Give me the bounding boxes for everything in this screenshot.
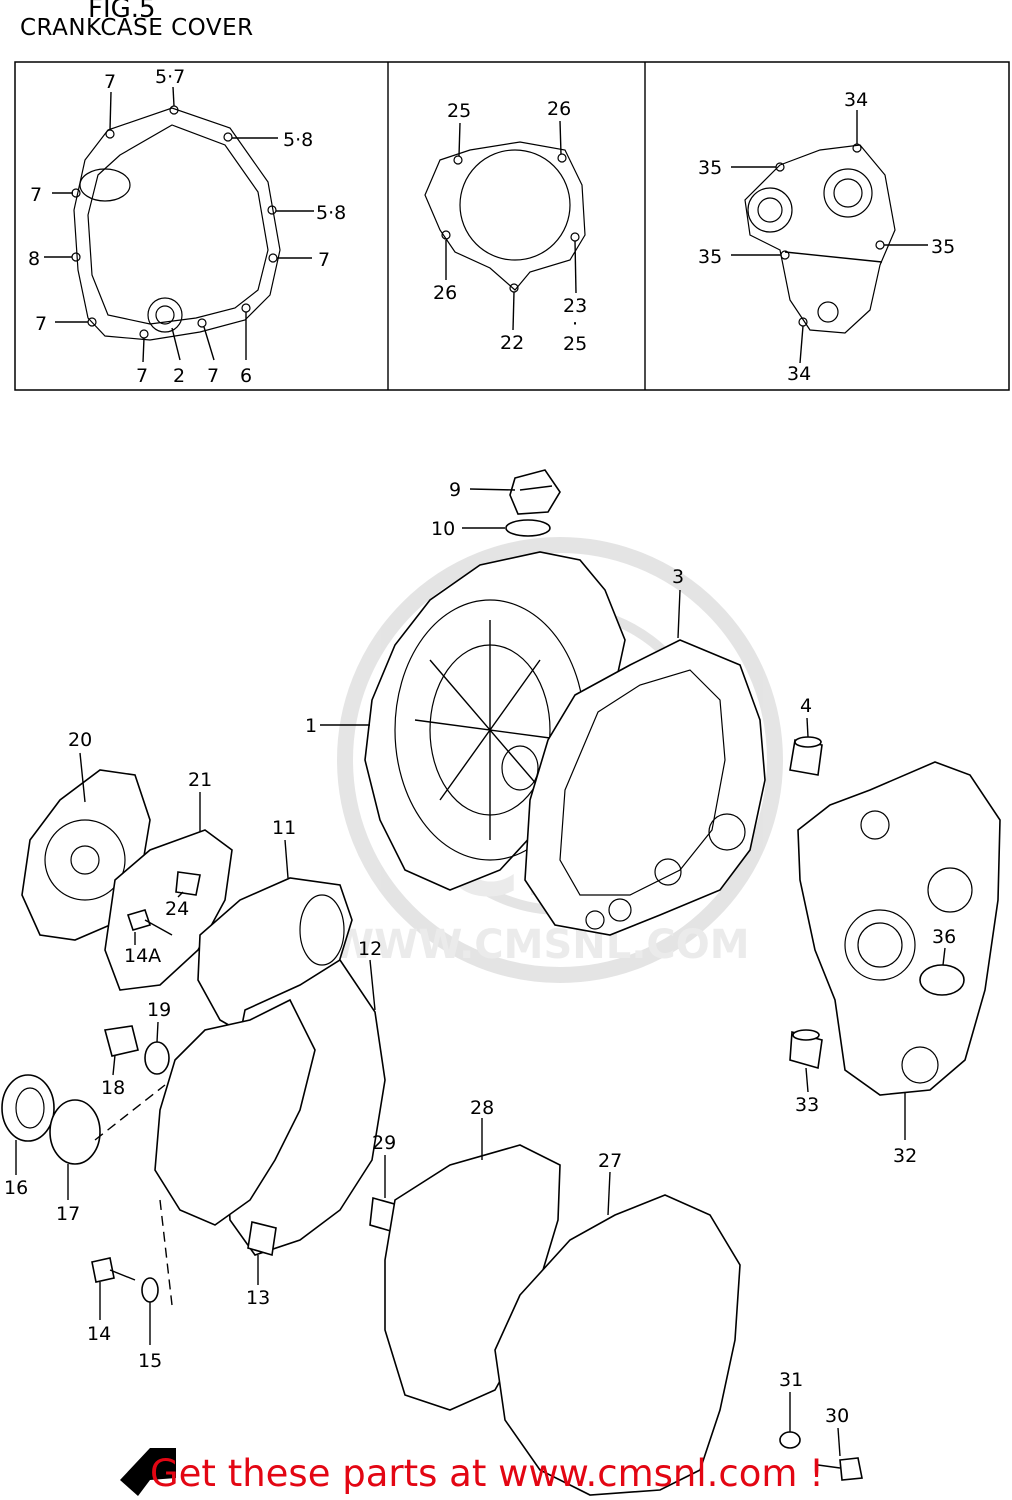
inset-middle-labels: 25 26 26 22 23 · 25 <box>433 98 587 355</box>
callout-label: 22 <box>500 332 524 354</box>
callout-label: 17 <box>56 1203 80 1225</box>
inset-left-labels: 7 5·7 5·8 5·8 7 7 8 7 7 2 7 6 <box>28 66 346 387</box>
callout-label: 34 <box>787 363 811 385</box>
callout-label: 26 <box>433 282 457 304</box>
part-dowel-pin-lower[interactable] <box>789 1029 823 1070</box>
part-oil-seal-16[interactable] <box>1 1074 55 1142</box>
inset-panels <box>14 61 1010 391</box>
part-bolt-14a[interactable] <box>126 909 173 936</box>
callout-label: 5·8 <box>316 202 346 224</box>
inset-left-leaders <box>44 86 314 363</box>
callout-label: 12 <box>358 938 382 960</box>
callout-label: 7 <box>30 184 42 206</box>
part-bolt-14[interactable] <box>91 1257 136 1283</box>
callout-label: 24 <box>165 898 189 920</box>
callout-label: 35 <box>698 157 722 179</box>
callout-label: 15 <box>138 1350 162 1372</box>
part-o-ring[interactable] <box>505 519 551 537</box>
part-o-ring-17[interactable] <box>49 1099 101 1165</box>
callout-label: 10 <box>431 518 455 540</box>
inset-right-leaders <box>731 110 928 364</box>
callout-label: 25 <box>447 100 471 122</box>
callout-label: 25 <box>563 333 587 355</box>
part-oil-filler-cap[interactable] <box>509 469 561 515</box>
part-dowel-13[interactable] <box>247 1221 277 1257</box>
part-washer-31[interactable] <box>779 1431 801 1449</box>
inset-right-cover <box>744 143 896 334</box>
callout-label: 8 <box>28 248 40 270</box>
callout-label: 18 <box>101 1077 125 1099</box>
callout-label: 11 <box>272 817 296 839</box>
callout-label: 23 <box>563 295 587 317</box>
callout-label: 7 <box>318 249 330 271</box>
callout-label: 28 <box>470 1097 494 1119</box>
callout-label: 16 <box>4 1177 28 1199</box>
callout-label: 20 <box>68 729 92 751</box>
callout-label: 13 <box>246 1287 270 1309</box>
callout-label: 36 <box>932 926 956 948</box>
main-callout-labels: 9 10 3 1 4 20 21 11 24 14A 12 36 19 18 3… <box>4 479 956 1427</box>
part-pin-24[interactable] <box>175 871 201 896</box>
callout-label: 7 <box>207 365 219 387</box>
callout-label: 31 <box>779 1369 803 1391</box>
callout-label: 34 <box>844 89 868 111</box>
callout-label: 14A <box>124 945 161 967</box>
callout-label: 27 <box>598 1150 622 1172</box>
part-bolt-30[interactable] <box>817 1457 863 1481</box>
callout-label: 21 <box>188 769 212 791</box>
callout-label: 7 <box>104 71 116 93</box>
callout-leader-lines <box>15 488 946 1457</box>
inset-left-cover <box>71 105 281 341</box>
part-plug-18[interactable] <box>103 1025 139 1057</box>
watermark-text: WWW.CMSNL.COM <box>330 922 750 968</box>
callout-label: 30 <box>825 1405 849 1427</box>
callout-label: 29 <box>372 1132 396 1154</box>
promo-link[interactable]: Get these parts at www.cmsnl.com ! <box>150 1452 825 1495</box>
figure-subtitle: CRANKCASE COVER <box>20 15 254 41</box>
part-dowel-pin[interactable] <box>789 736 823 776</box>
callout-label: 7 <box>35 313 47 335</box>
inset-middle-cover <box>424 141 586 293</box>
part-generator-cover-27[interactable] <box>494 1194 741 1496</box>
callout-label: 19 <box>147 999 171 1021</box>
part-o-ring-19[interactable] <box>144 1041 170 1075</box>
callout-label: 5·7 <box>155 66 185 88</box>
callout-label: 3 <box>672 566 684 588</box>
callout-label: 14 <box>87 1323 111 1345</box>
callout-label: 9 <box>449 479 461 501</box>
callout-label: 35 <box>698 246 722 268</box>
figure-title: FIG.5 <box>88 0 156 24</box>
inset-right-labels: 34 35 35 35 34 <box>698 89 955 385</box>
part-outer-cover[interactable] <box>154 998 316 1226</box>
callout-label: 4 <box>800 695 812 717</box>
callout-label: 1 <box>305 715 317 737</box>
callout-label: 2 <box>173 365 185 387</box>
part-generator-housing[interactable] <box>797 761 1001 1096</box>
callout-label: 33 <box>795 1094 819 1116</box>
callout-label: 6 <box>240 365 252 387</box>
part-washer-15[interactable] <box>141 1277 159 1303</box>
part-clutch-cover-gasket[interactable] <box>524 639 766 936</box>
part-oil-seal[interactable] <box>919 964 965 996</box>
callout-label: · <box>572 313 578 335</box>
inset-middle-leaders <box>445 120 577 331</box>
fwd-arrow-icon <box>120 1448 176 1496</box>
callout-label: 32 <box>893 1145 917 1167</box>
callout-label: 26 <box>547 98 571 120</box>
callout-label: 5·8 <box>283 129 313 151</box>
callout-label: 7 <box>136 365 148 387</box>
callout-label: 35 <box>931 236 955 258</box>
